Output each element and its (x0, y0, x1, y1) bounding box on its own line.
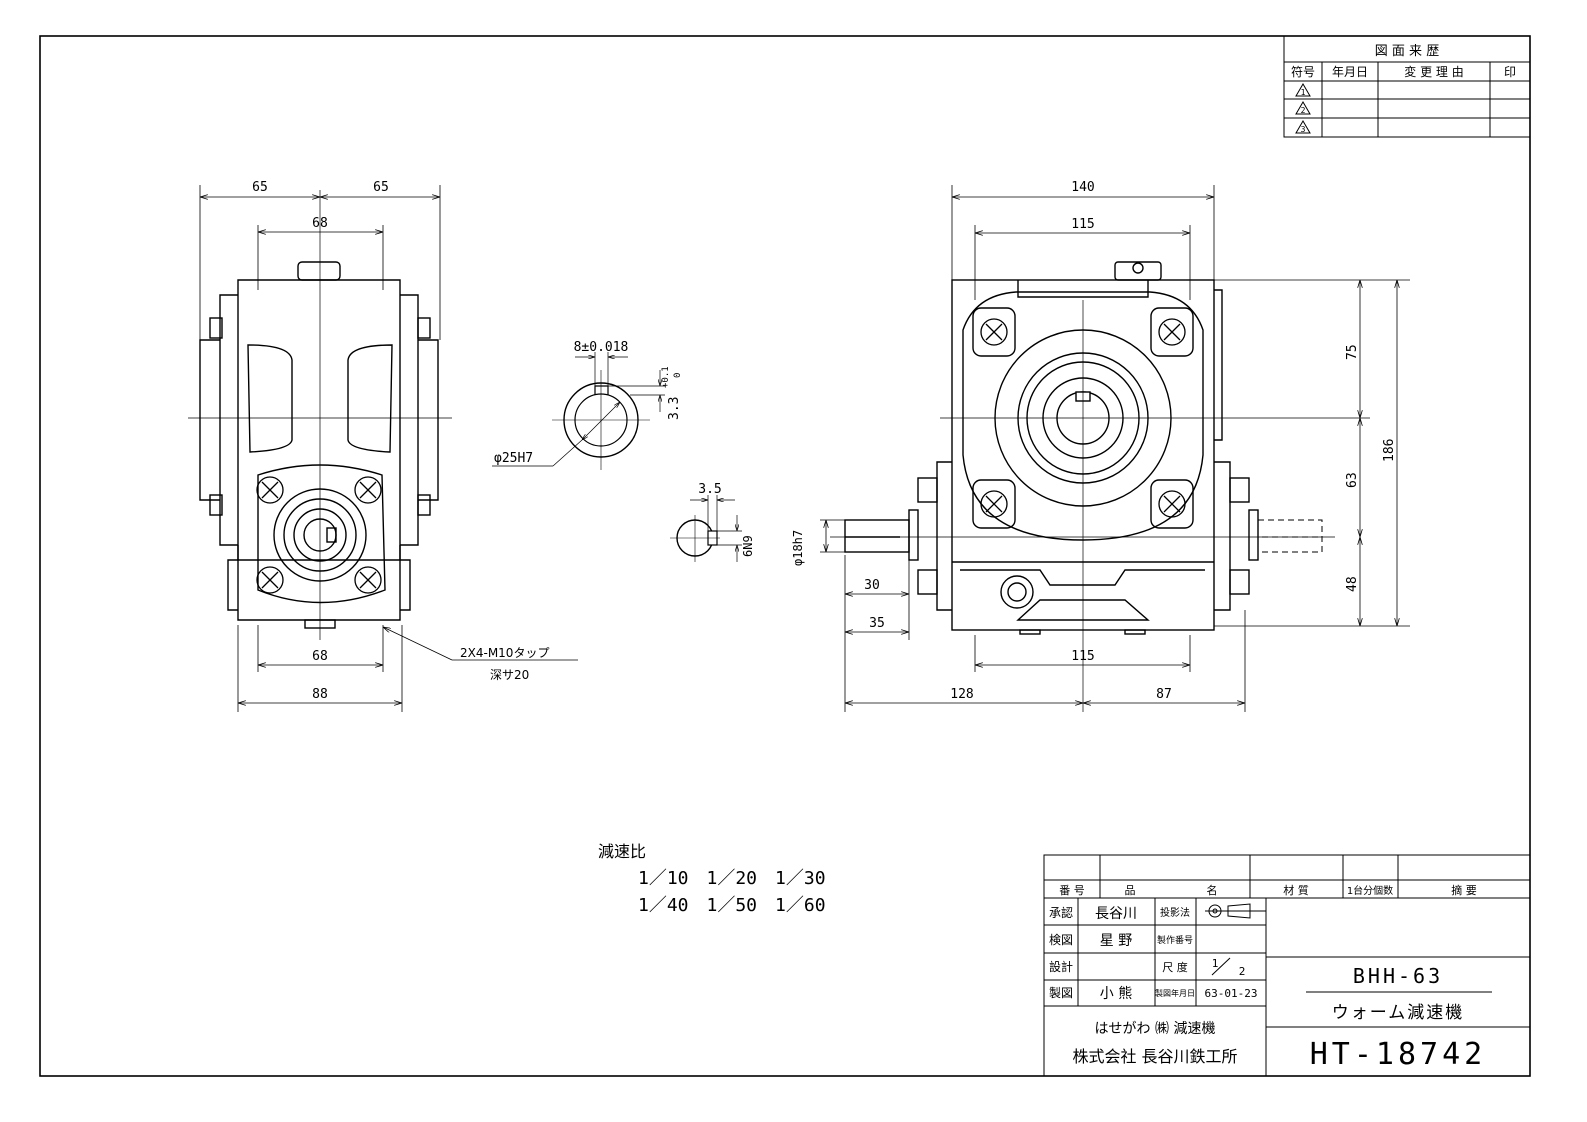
triangle-icon (1295, 83, 1311, 97)
parts-header-remarks: 摘 要 (1451, 883, 1477, 897)
dim-side-right-extent: 87 (1156, 687, 1172, 702)
svg-text:2: 2 (1301, 106, 1306, 115)
title-block (1043, 854, 1531, 1077)
approve-name: 長谷川 (1095, 906, 1137, 922)
revision-row-3: 3 (1295, 120, 1311, 134)
dim-shaft-len-35: 35 (869, 616, 885, 631)
keyway-depth-tol-upper: +0.1 (661, 366, 671, 388)
dim-front-left-half: 65 (252, 180, 268, 195)
drawing-date: 63-01-23 (1205, 987, 1258, 1000)
triangle-icon (1295, 101, 1311, 115)
dim-overall-height: 186 (1382, 439, 1397, 462)
draft-name: 小 熊 (1100, 986, 1132, 1002)
svg-text:3: 3 (1301, 125, 1306, 134)
dim-height-48: 48 (1345, 576, 1360, 592)
revision-table (1283, 35, 1531, 138)
dim-front-right-half: 65 (373, 180, 389, 195)
parts-header-number: 番 号 (1059, 884, 1085, 897)
svg-text:1: 1 (1301, 88, 1306, 97)
side-view (844, 261, 1323, 635)
mfg-no-label: 製作番号 (1157, 934, 1193, 946)
parts-header-material: 材 質 (1283, 883, 1309, 897)
parts-header-quantity: 1台分個数 (1347, 884, 1393, 897)
dim-front-top-span: 68 (312, 216, 328, 231)
date-label: 製図年月日 (1155, 988, 1195, 998)
revision-header-symbol: 符号 (1291, 64, 1315, 79)
keyway-depth: 3.3 (667, 397, 682, 420)
check-label: 検図 (1049, 933, 1073, 947)
dim-side-bottom-span: 115 (1071, 649, 1094, 664)
shaft-key-width: 6N9 (741, 535, 755, 557)
scale-label: 尺 度 (1162, 960, 1188, 974)
revision-row-2: 2 (1295, 101, 1311, 115)
ratio-line-1: 1／10 1／20 1／30 (638, 868, 826, 889)
approve-label: 承認 (1049, 905, 1073, 920)
dim-shaft-len-30: 30 (864, 578, 880, 593)
company-name: 株式会社 長谷川鉄工所 (1072, 1047, 1237, 1066)
bore-diameter: φ25H7 (494, 451, 533, 466)
dim-front-bottom-span: 68 (312, 649, 328, 664)
keyway-depth-tol-lower: 0 (673, 373, 683, 378)
parts-header-name-1: 品 (1125, 884, 1136, 897)
projection-label: 投影法 (1160, 906, 1190, 919)
tap-depth-note: 深サ20 (490, 668, 529, 682)
dim-height-63: 63 (1345, 472, 1360, 488)
ratio-line-2: 1／40 1／50 1／60 (638, 895, 826, 916)
product-name: ウォーム減速機 (1332, 1003, 1465, 1023)
dim-shaft-diameter: φ18h7 (791, 530, 805, 566)
revision-header-reason: 変 更 理 由 (1404, 64, 1463, 79)
keyway-width: 8±0.018 (574, 340, 629, 355)
projection-symbol-icon (1205, 903, 1266, 919)
shaft-key-depth: 3.5 (698, 482, 721, 497)
brand-name: はせがわ ㈱ 減速機 (1095, 1020, 1216, 1037)
keyway-detail (492, 352, 665, 470)
dim-side-overall-width: 140 (1071, 180, 1094, 195)
parts-header-name-2: 名 (1207, 883, 1218, 897)
check-name: 星 野 (1100, 933, 1132, 949)
revision-header-date: 年月日 (1332, 65, 1368, 79)
triangle-icon (1295, 120, 1311, 134)
design-label: 設計 (1049, 959, 1073, 974)
front-view (199, 261, 439, 629)
dim-side-left-extent: 128 (950, 687, 973, 702)
scale-denominator: 2 (1239, 965, 1246, 978)
dim-front-base-width: 88 (312, 687, 328, 702)
shaft-detail (670, 495, 742, 562)
revision-title: 図 面 来 歴 (1375, 44, 1439, 59)
tap-note: 2X4-M10タップ (460, 646, 549, 660)
scale-numerator: 1 (1212, 957, 1219, 970)
draft-label: 製図 (1049, 986, 1073, 1000)
ratio-title: 減速比 (598, 842, 646, 861)
model-name: BHH-63 (1353, 964, 1443, 988)
dim-height-75: 75 (1345, 344, 1360, 360)
sheet-border (39, 35, 1531, 1077)
revision-row-1: 1 (1295, 83, 1311, 97)
drawing-number: HT-18742 (1310, 1037, 1487, 1072)
dim-side-top-span: 115 (1071, 217, 1094, 232)
revision-header-stamp: 印 (1504, 65, 1516, 79)
